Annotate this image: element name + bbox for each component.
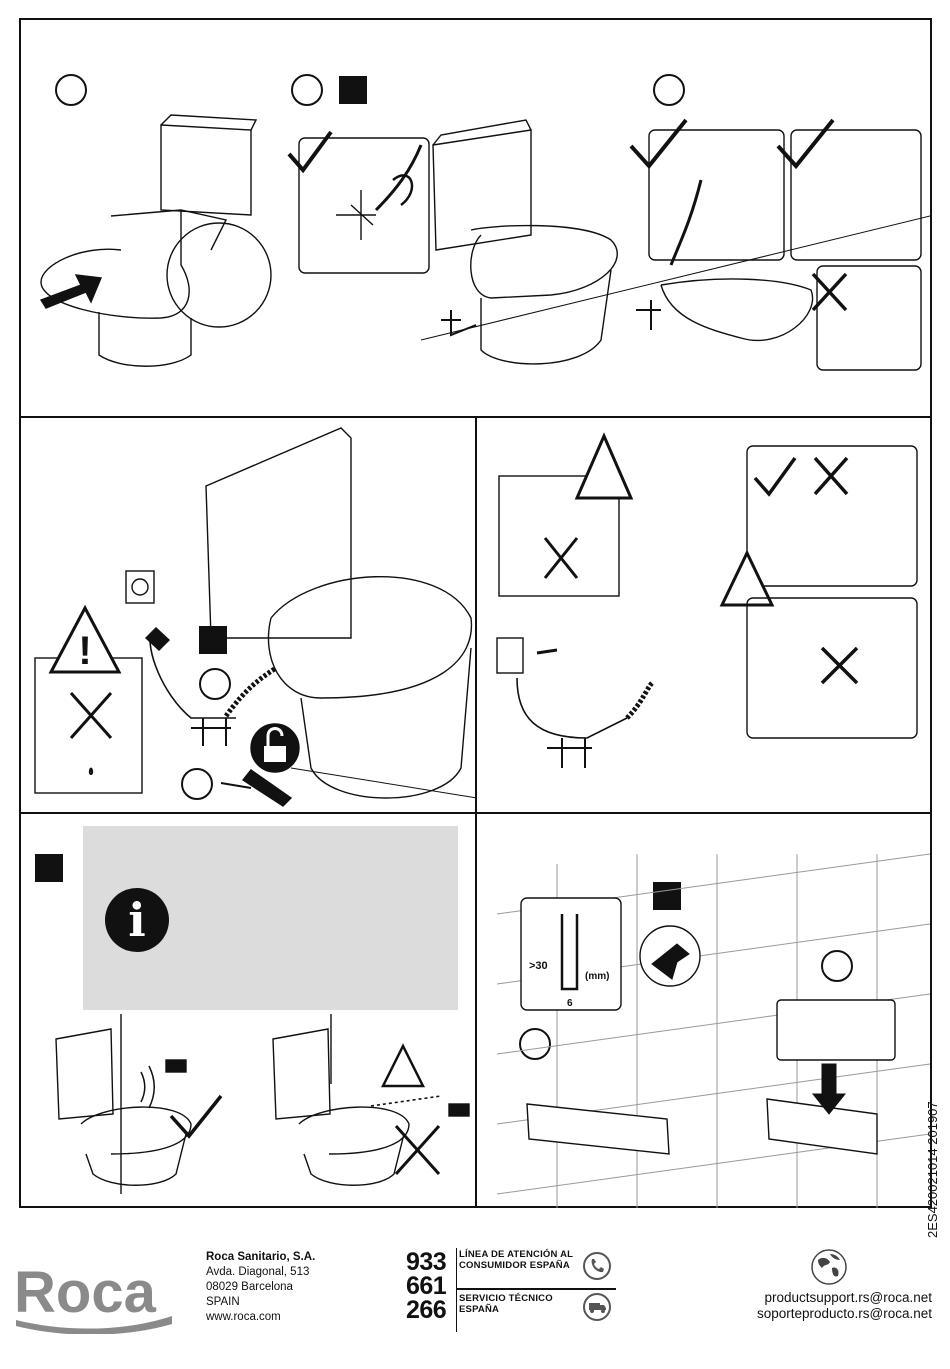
padlock-open-icon [251, 724, 299, 772]
illustration-row1 [21, 20, 930, 416]
illustration-wall-mount: >30 (mm) 6 [477, 814, 930, 1208]
globe-icon [810, 1248, 848, 1286]
svg-text:Roca: Roca [14, 1260, 157, 1325]
website-link[interactable]: www.roca.com [206, 1310, 315, 1325]
warning-icon [577, 436, 631, 498]
remote-control [777, 1000, 895, 1060]
warning-icon [383, 1046, 423, 1086]
footer: Roca Roca Sanitario, S.A. Avda. Diagonal… [0, 1230, 950, 1369]
wall-socket-icon [126, 571, 154, 603]
panel-unplug-warning [477, 416, 930, 812]
cross-icon [815, 458, 847, 494]
check-icon [755, 458, 795, 494]
plug-icon [146, 628, 169, 650]
check-icon [778, 120, 833, 166]
cross-icon [545, 538, 577, 578]
address-line2: 08029 Barcelona [206, 1280, 315, 1295]
email-support-es[interactable]: soporteproducto.rs@roca.net [720, 1306, 932, 1322]
panel-step-1-row [21, 20, 930, 416]
support-emails: productsupport.rs@roca.net soporteproduc… [720, 1290, 932, 1322]
detail-box-valve [299, 138, 429, 273]
instruction-sheet: ! i [19, 18, 932, 1208]
bracket-mounted [767, 1099, 877, 1154]
tech-service-label: SERVICIO TÉCNICO ESPAÑA [459, 1294, 581, 1315]
email-support-en[interactable]: productsupport.rs@roca.net [720, 1290, 932, 1306]
detail-box-drill-depth [521, 898, 621, 1010]
phone-part-2: 661 [406, 1274, 446, 1298]
phone-part-1: 933 [406, 1250, 446, 1274]
consumer-line-label: LÍNEA DE ATENCIÓN AL CONSUMIDOR ESPAÑA [459, 1250, 581, 1271]
detail-circle [167, 223, 271, 327]
detail-box-cable [747, 446, 917, 586]
check-icon [631, 120, 686, 166]
address-line1: Avda. Diagonal, 513 [206, 1265, 315, 1280]
panel-remote-info: i [21, 812, 477, 1206]
panel-electrical: ! [21, 416, 477, 812]
flex-hose [226, 668, 276, 716]
toilet-seat-installation [41, 115, 930, 366]
cross-icon [71, 693, 111, 738]
dimension-unit: (mm) [585, 971, 609, 982]
dimension-depth: >30 [529, 960, 548, 972]
toilet-remote-wrong [273, 1014, 469, 1185]
cross-icon [822, 648, 857, 683]
toilet-with-seat [206, 428, 477, 798]
roca-logo: Roca [14, 1254, 174, 1334]
detail-box-panel [747, 598, 917, 738]
phone-icon [582, 1251, 612, 1281]
detail-box-wrong [817, 266, 921, 370]
panel-wall-mount: >30 (mm) 6 [477, 812, 930, 1206]
arrow-push [41, 275, 101, 308]
check-icon [171, 1096, 221, 1136]
wall-bracket [527, 1104, 669, 1154]
dimension-diameter: 6 [567, 998, 573, 1009]
phone-number[interactable]: 933 661 266 [406, 1250, 446, 1322]
illustration-electrical: ! [21, 418, 477, 814]
illustration-remote-range [21, 814, 477, 1208]
warning-icon [722, 553, 772, 605]
water-drop-icon [90, 768, 92, 774]
illustration-unplug [477, 418, 930, 814]
warning-box-water [35, 658, 142, 793]
toilet-hose-connection [433, 120, 617, 364]
svg-text:!: ! [78, 629, 91, 673]
toilet-remote-ok [56, 1014, 221, 1194]
van-icon [582, 1292, 612, 1322]
phone-part-3: 266 [406, 1298, 446, 1322]
detail-box-hose-ok [649, 130, 784, 260]
company-info: Roca Sanitario, S.A. Avda. Diagonal, 513… [206, 1250, 315, 1325]
valve-icon [336, 190, 376, 240]
wall-socket-icon [497, 638, 523, 673]
company-name: Roca Sanitario, S.A. [206, 1250, 315, 1265]
document-code: 2ES420021014 201907 [925, 1101, 940, 1238]
signal-icon [141, 1066, 154, 1108]
cross-icon [813, 274, 846, 310]
cross-icon [396, 1126, 439, 1174]
country: SPAIN [206, 1295, 315, 1310]
